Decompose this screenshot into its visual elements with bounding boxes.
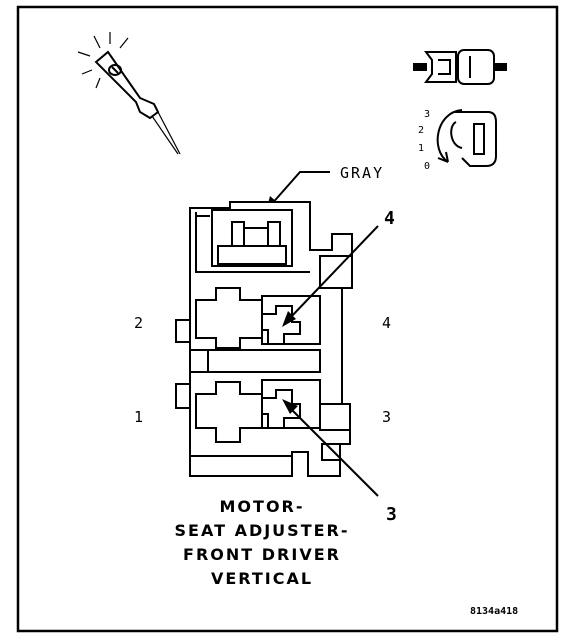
title-line-4: VERTICAL [211,569,313,588]
connector-color-label: GRAY [340,164,384,182]
callout-arrow-4 [282,225,379,327]
connector-title: MOTOR- SEAT ADJUSTER- FRONT DRIVER VERTI… [174,497,349,588]
pin-label-4: 4 [382,314,391,332]
connector-plug-icon [413,49,507,85]
lock-position-1: 1 [418,143,424,154]
lock-position-3: 3 [424,109,430,120]
callout-label-lower: 3 [386,504,397,525]
title-line-3: FRONT DRIVER [183,545,341,564]
pin-label-2: 2 [134,314,143,332]
title-line-2: SEAT ADJUSTER- [174,521,349,540]
diagram-border [16,5,559,633]
pin-label-1: 1 [134,408,143,426]
figure-code: 8134a418 [470,606,518,617]
callout-arrow-3 [282,399,379,497]
probe-tool-icon [77,32,181,155]
callout-label-upper: 4 [384,208,395,229]
connector-face [175,201,353,477]
lock-position-2: 2 [418,125,424,136]
lock-rotation-icon: 3 2 1 0 [418,109,497,172]
pin-label-3: 3 [382,408,391,426]
lock-position-0: 0 [424,161,430,172]
title-line-1: MOTOR- [220,497,305,516]
